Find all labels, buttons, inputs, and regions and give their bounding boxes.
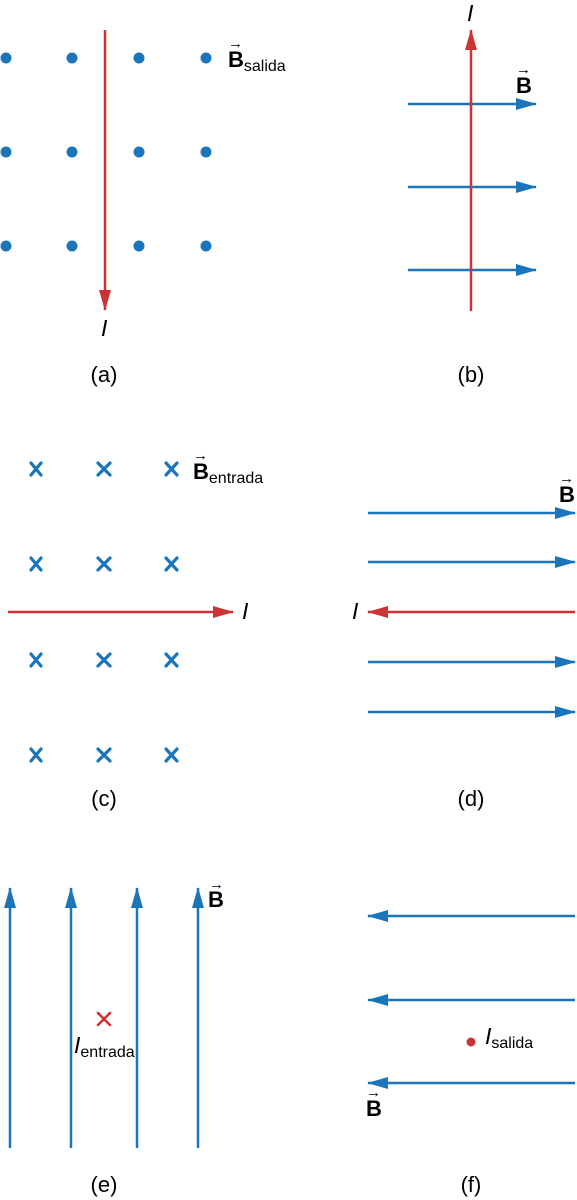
field-in-cross: [96, 747, 112, 763]
field-out-dot: [0, 52, 12, 64]
current-in-cross: [96, 1011, 112, 1027]
panel-b: I → B (b): [408, 0, 537, 387]
field-subscript: entrada: [209, 470, 263, 487]
field-label: → Bentrada: [193, 447, 263, 487]
current-label: I: [352, 598, 359, 624]
current-label: Ientrada: [74, 1032, 135, 1061]
field-out-dot: [133, 52, 145, 64]
field-in-cross: [96, 652, 112, 668]
field-in-cross: [29, 652, 43, 668]
field-vector-arrow-icon: →: [516, 61, 531, 78]
current-label: I: [467, 0, 474, 26]
field-symbol: B: [193, 459, 209, 484]
field-vector-arrow-icon: →: [366, 1084, 381, 1101]
field-out-dots: [0, 52, 212, 252]
current-label: Isalida: [485, 1023, 533, 1052]
field-symbol: B: [366, 1096, 382, 1121]
field-in-cross: [29, 461, 43, 477]
svg-text:Bentrada: Bentrada: [193, 459, 263, 487]
field-in-cross: [164, 747, 179, 763]
field-symbol: B: [228, 47, 244, 72]
field-label: → B: [516, 61, 532, 98]
field-out-dot: [200, 146, 212, 158]
field-subscript: salida: [244, 58, 286, 75]
current-subscript: salida: [491, 1035, 533, 1052]
field-vector-arrow-icon: →: [209, 876, 224, 893]
field-in-cross: [96, 461, 112, 477]
panel-label: (e): [91, 1172, 118, 1197]
field-vector-arrow-icon: →: [193, 447, 208, 464]
panel-d: I → B (d): [352, 470, 576, 811]
field-symbol: B: [516, 73, 532, 98]
field-in-crosses: [29, 461, 179, 763]
field-label: → B: [559, 470, 575, 507]
current-out-dot: [466, 1037, 476, 1047]
panel-c: I → Bentrada (c): [8, 447, 263, 811]
field-out-dot: [133, 240, 145, 252]
panel-label: (f): [461, 1172, 482, 1197]
field-in-cross: [164, 556, 179, 572]
panel-a: I → Bsalida (a): [0, 30, 286, 387]
current-label: I: [242, 598, 249, 624]
panel-e: Ientrada → B (e): [3, 876, 224, 1197]
field-out-dot: [200, 240, 212, 252]
current-subscript: entrada: [80, 1044, 134, 1061]
field-out-dot: [66, 52, 78, 64]
field-symbol: B: [559, 482, 575, 507]
panel-label: (d): [458, 786, 485, 811]
panel-label: (c): [91, 786, 117, 811]
current-symbol: I: [485, 1023, 492, 1049]
panel-label: (b): [458, 362, 485, 387]
current-symbol: I: [74, 1032, 81, 1058]
field-in-cross: [29, 556, 43, 572]
field-label: → Bsalida: [228, 35, 286, 75]
field-label: → B: [208, 876, 224, 912]
field-in-cross: [164, 652, 179, 668]
field-out-dot: [0, 240, 12, 252]
field-out-dot: [0, 146, 12, 158]
field-in-cross: [164, 461, 179, 477]
field-in-cross: [96, 556, 112, 572]
field-out-dot: [66, 240, 78, 252]
field-out-dot: [200, 52, 212, 64]
panel-label: (a): [91, 362, 118, 387]
field-vector-arrow-icon: →: [559, 470, 574, 487]
current-label: I: [101, 315, 108, 341]
field-out-dot: [133, 146, 145, 158]
field-label: → B: [366, 1084, 382, 1121]
field-in-cross: [29, 747, 43, 763]
field-symbol: B: [208, 887, 224, 912]
field-vector-arrow-icon: →: [228, 35, 243, 52]
svg-text:Bsalida: Bsalida: [228, 47, 286, 75]
panel-f: Isalida → B (f): [366, 910, 575, 1197]
field-out-dot: [66, 146, 78, 158]
